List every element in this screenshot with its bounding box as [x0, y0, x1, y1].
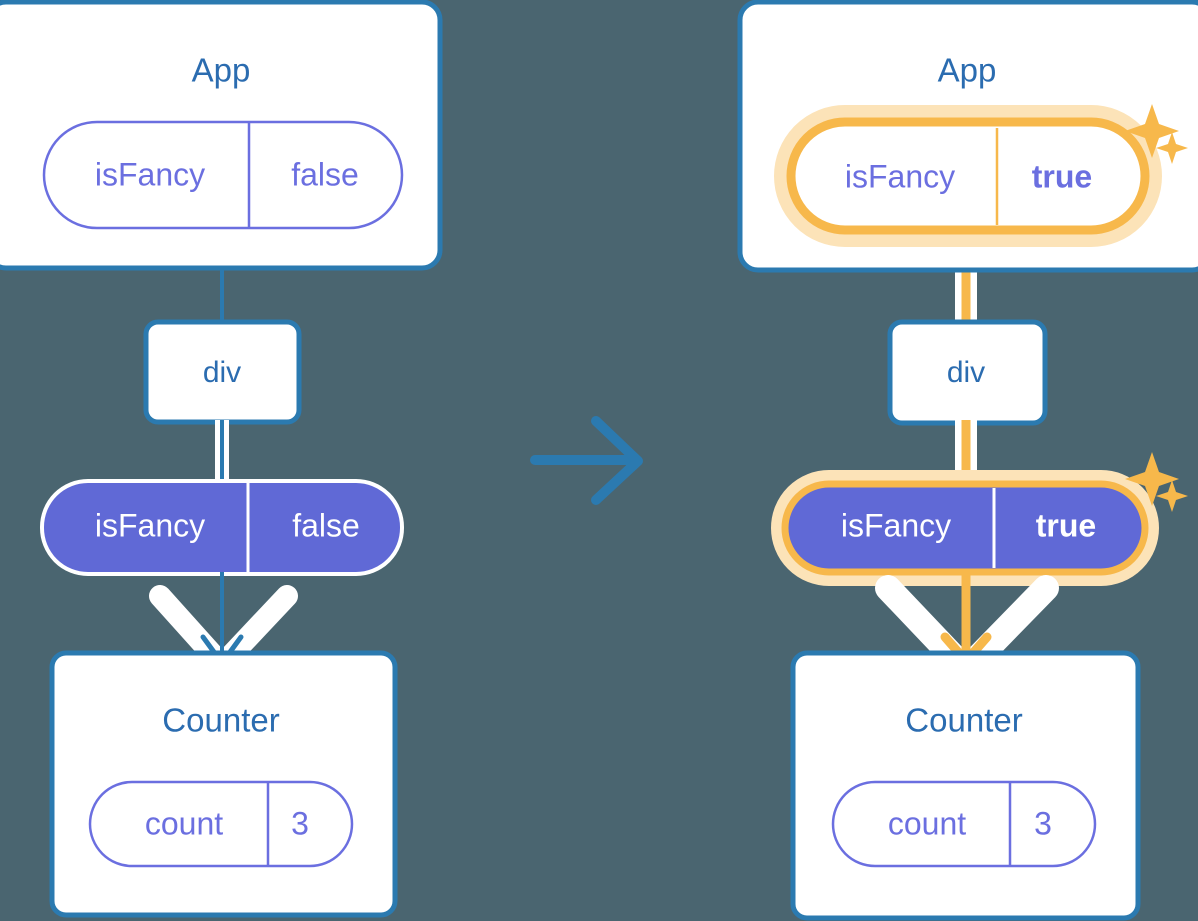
pill-value: 3	[1034, 805, 1052, 841]
sparkle-large-icon	[1125, 452, 1179, 506]
pill-key: count	[888, 805, 966, 841]
pill-key: count	[145, 805, 223, 841]
pill-key: isFancy	[95, 156, 205, 192]
pill-key: isFancy	[95, 507, 205, 543]
pill-key: isFancy	[841, 507, 951, 543]
pill-body	[831, 780, 1097, 868]
pill-body	[786, 117, 1150, 235]
sparkle-small-icon	[1156, 132, 1188, 164]
prop-pill: isFancy false	[40, 479, 404, 576]
div-label: div	[947, 356, 985, 389]
app-title: App	[192, 52, 251, 89]
pill-body	[88, 780, 354, 868]
pill-value: false	[292, 507, 360, 543]
pill-highlight-glow	[774, 105, 1162, 247]
div-label: div	[203, 356, 241, 389]
app-state-pill: isFancy true	[774, 105, 1162, 247]
sparkle-large-icon	[1125, 104, 1179, 158]
panel-before: App isFancy false div isFancy false	[0, 0, 443, 918]
sparkle-small-icon	[1156, 480, 1188, 512]
pill-value: true	[1032, 158, 1092, 194]
counter-state-pill: count 3	[88, 780, 354, 868]
sparkle-group-prop	[1125, 452, 1188, 512]
pill-value: 3	[291, 805, 309, 841]
prop-pill: isFancy true	[771, 470, 1159, 586]
pill-value: true	[1036, 507, 1096, 543]
pill-body	[42, 120, 404, 230]
sparkle-group-app	[1125, 104, 1188, 164]
transition-arrow-icon	[530, 416, 643, 505]
counter-title: Counter	[905, 702, 1022, 739]
counter-state-pill: count 3	[831, 780, 1097, 868]
app-title: App	[938, 52, 997, 89]
pill-value: false	[291, 156, 359, 192]
panel-after: App isFancy true div	[737, 0, 1198, 921]
counter-title: Counter	[162, 702, 279, 739]
app-state-pill: isFancy false	[42, 120, 404, 230]
pill-key: isFancy	[845, 158, 955, 194]
